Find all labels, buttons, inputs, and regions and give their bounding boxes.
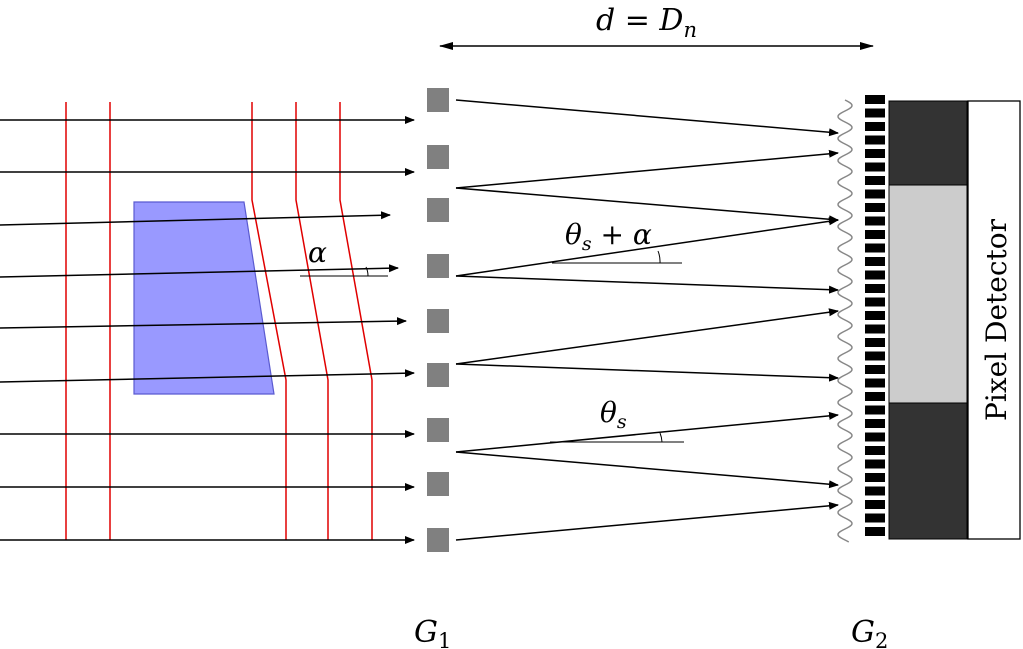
diff-ray xyxy=(455,411,839,453)
ray-6 xyxy=(0,369,415,383)
theta-label: θs xyxy=(600,396,627,433)
diff-ray xyxy=(455,451,839,489)
g2-slat xyxy=(865,446,885,455)
theta-alpha-angle-arc xyxy=(657,250,661,264)
g1-slat xyxy=(427,145,449,169)
g1-slat xyxy=(427,254,449,278)
g2-slat xyxy=(865,230,885,239)
g2-slat xyxy=(865,122,885,131)
g1-label: G1 xyxy=(414,615,451,649)
g2-slat xyxy=(865,95,885,104)
diff-ray xyxy=(455,217,839,277)
g2-slat xyxy=(865,419,885,428)
pixel-detector: Pixel Detector xyxy=(888,100,1021,540)
ray-3 xyxy=(0,211,391,226)
g1-slat xyxy=(427,418,449,442)
distance-label: d = Dn xyxy=(596,3,697,42)
diff-ray xyxy=(455,99,839,137)
g1-slat xyxy=(427,309,449,333)
g2-label: G2 xyxy=(851,615,888,649)
g2-slat xyxy=(865,257,885,266)
alpha-label: α xyxy=(308,236,327,269)
g2-slat xyxy=(865,135,885,145)
diff-ray xyxy=(455,308,839,365)
diff-ray xyxy=(455,275,839,294)
ray-5 xyxy=(0,317,407,329)
detector-dark-top xyxy=(888,100,968,186)
theta-angle-arc xyxy=(659,432,663,443)
g2-slat xyxy=(865,459,885,469)
detector-label-box xyxy=(967,100,1021,540)
g1-slat xyxy=(427,472,449,496)
g2-slat xyxy=(865,297,885,307)
g2-slat xyxy=(865,500,885,509)
diff-ray xyxy=(455,501,839,541)
diff-ray xyxy=(455,149,839,189)
g2-slat xyxy=(865,270,885,280)
g2-slat xyxy=(865,311,885,320)
g2-slat xyxy=(865,513,885,523)
g2-slat xyxy=(865,473,885,482)
interference-pattern xyxy=(837,99,853,543)
g2-slat xyxy=(865,392,885,401)
incident-rays xyxy=(0,116,415,544)
g2-slat xyxy=(865,149,885,158)
diff-ray xyxy=(455,187,839,224)
g2-slat xyxy=(865,108,885,118)
g2-slat xyxy=(865,162,885,172)
sample-object xyxy=(133,201,275,395)
g2-slat xyxy=(865,284,885,293)
g2-slat xyxy=(865,324,885,334)
g1-slat xyxy=(427,88,449,112)
detector-dark-bottom xyxy=(888,402,968,540)
grating-g1 xyxy=(427,88,449,552)
g2-slat xyxy=(865,486,885,496)
g1-slat xyxy=(427,363,449,387)
g1-slat xyxy=(427,198,449,222)
g2-slat xyxy=(865,203,885,212)
g2-slat xyxy=(865,378,885,388)
diffracted-rays xyxy=(455,99,839,541)
g2-slat xyxy=(865,338,885,347)
g2-slat xyxy=(865,176,885,185)
g2-slat xyxy=(865,527,885,536)
diff-ray xyxy=(455,363,839,382)
g2-slat xyxy=(865,243,885,253)
g2-slat xyxy=(865,189,885,199)
grating-g2 xyxy=(865,95,885,536)
theta-alpha-label: θs + α xyxy=(565,218,652,255)
g2-slat xyxy=(865,432,885,442)
g1-slat xyxy=(427,528,449,552)
detector-label: Pixel Detector xyxy=(980,218,1013,421)
g2-slat xyxy=(865,405,885,415)
alpha-angle-arc xyxy=(365,266,369,277)
g2-slat xyxy=(865,216,885,226)
detector-light-middle xyxy=(888,184,968,404)
g2-slat xyxy=(865,351,885,361)
wavefronts xyxy=(65,102,373,540)
wavefront-5 xyxy=(339,102,373,540)
g2-slat xyxy=(865,365,885,374)
wavefront-4 xyxy=(295,102,329,540)
wavefront-3 xyxy=(251,102,287,540)
ray-4 xyxy=(0,264,399,278)
